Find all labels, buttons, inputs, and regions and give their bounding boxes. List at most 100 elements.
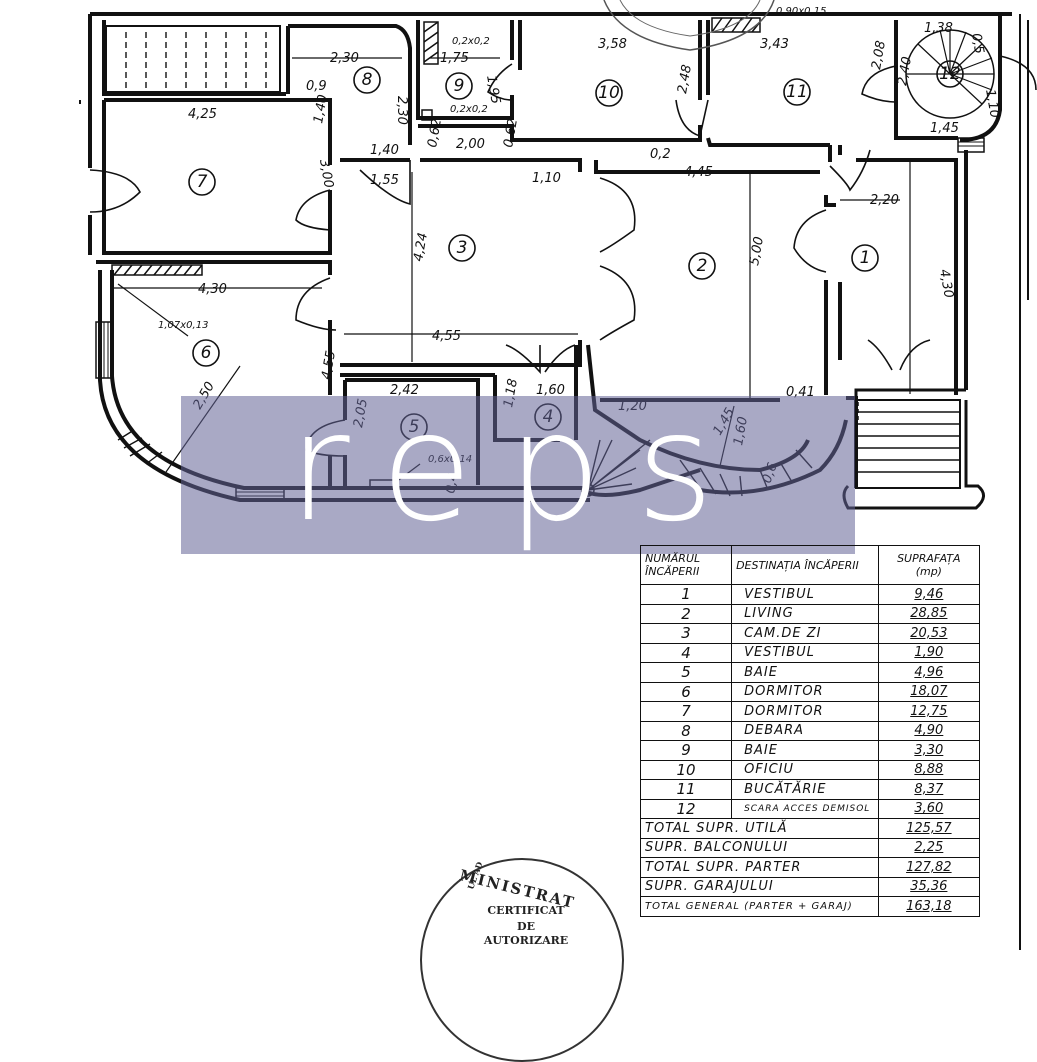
- dimension-label: 2,00: [456, 137, 485, 152]
- room-number-circle: [445, 72, 473, 100]
- legend-room-area: 20,53: [877, 623, 981, 644]
- dimension-label: 1,40: [311, 94, 331, 125]
- dimension-label: 0,2x0,2: [450, 104, 488, 115]
- legend-total-area: 125,57: [877, 818, 981, 839]
- dimension-label: 3,43: [760, 37, 789, 52]
- legend-room-area: 9,46: [877, 584, 981, 605]
- spiral-stair-12: [905, 29, 995, 153]
- dimension-label: 1,55: [370, 173, 399, 188]
- dimension-label: 5,00: [747, 236, 767, 267]
- room-number-label: 8: [362, 70, 373, 90]
- dimension-label: 0,2: [650, 147, 671, 162]
- room-number-circle: [783, 78, 811, 106]
- dimension-label: 4,55: [432, 329, 461, 344]
- legend-room-number: 7: [639, 701, 733, 722]
- dimension-label: 0,62: [425, 118, 445, 149]
- hatched-walls: [111, 17, 761, 489]
- legend-room-number: 5: [639, 662, 733, 683]
- legend-room-purpose: LIVING: [731, 603, 879, 624]
- legend-room-number: 10: [639, 759, 733, 780]
- legend-room-area: 28,85: [877, 603, 981, 624]
- legend-total-area: 127,82: [877, 857, 981, 878]
- stamp-line-2: DE: [517, 920, 535, 933]
- dimension-label: 2,40: [895, 56, 915, 87]
- room-number-circle: [353, 66, 381, 94]
- dimension-label: 4,45: [684, 165, 713, 180]
- legend-total-area: 163,18: [877, 896, 981, 917]
- dimension-label: 2,30: [394, 96, 409, 125]
- legend-room-area: 18,07: [877, 681, 981, 702]
- dimension-label: 2,48: [675, 64, 695, 95]
- legend-room-area: 12,75: [877, 701, 981, 722]
- dimension-label: 4,24: [411, 232, 431, 263]
- dimension-label: 2,20: [870, 193, 899, 208]
- legend-header-number: NUMĂRUL ÎNCĂPERII: [639, 545, 733, 585]
- dimension-label: 0,90x0,15: [776, 6, 826, 17]
- legend-total-label: TOTAL SUPR. UTILĂ: [640, 818, 879, 839]
- room-number-label: 6: [201, 343, 212, 363]
- room-number-circle: [851, 244, 879, 272]
- legend-room-area: 4,96: [877, 662, 981, 683]
- room-number-circle: [688, 252, 716, 280]
- room-labels: 123456789101112: [188, 60, 964, 441]
- dimension-label: 4,30: [198, 282, 227, 297]
- legend-room-purpose: DORMITOR: [731, 701, 879, 722]
- room-number-circle: [936, 60, 964, 88]
- room-number-label: 1: [860, 248, 871, 268]
- room-number-label: 11: [786, 82, 808, 102]
- legend-room-number: 8: [639, 720, 733, 741]
- dimension-label: 4,30: [936, 268, 956, 299]
- dimension-label: 3,58: [598, 37, 627, 52]
- legend-room-number: 4: [639, 642, 733, 663]
- dimension-label: 1,40: [370, 143, 399, 158]
- room-number-label: 3: [457, 238, 468, 258]
- dimension-label: 2,08: [869, 40, 889, 71]
- legend-room-purpose: VESTIBUL: [731, 642, 879, 663]
- room-number-label: 12: [939, 64, 961, 84]
- legend-total-area: 35,36: [877, 876, 981, 897]
- dimension-label: 3,00: [316, 158, 336, 189]
- legend-total-label: TOTAL SUPR. PARTER: [640, 857, 879, 878]
- legend-room-area: 1,90: [877, 642, 981, 663]
- legend-room-purpose: SCARA ACCES DEMISOL: [731, 798, 879, 819]
- dimension-label: 0,9: [306, 79, 327, 94]
- legend-room-number: 1: [639, 584, 733, 605]
- legend-header-row: NUMĂRUL ÎNCĂPERII DESTINAȚIA ÎNCĂPERII S…: [639, 545, 981, 585]
- legend-room-number: 2: [639, 603, 733, 624]
- watermark-band: [181, 396, 855, 554]
- legend-room-area: 4,90: [877, 720, 981, 741]
- room-number-label: 7: [197, 172, 208, 192]
- room-number-circle: [595, 79, 623, 107]
- legend-room-number: 12: [639, 798, 733, 819]
- dimension-label: 1,60: [536, 383, 565, 398]
- watermark-text: reps: [287, 381, 749, 555]
- legend-room-purpose: BAIE: [731, 662, 879, 683]
- legend-room-purpose: CAM.DE ZI: [731, 623, 879, 644]
- dimension-label: 1,07x0,13: [158, 320, 208, 331]
- legend-room-purpose: DEBARA: [731, 720, 879, 741]
- legend-total-label: TOTAL GENERAL (PARTER + GARAJ): [640, 896, 879, 917]
- dimension-label: 2,42: [390, 383, 419, 398]
- legend-room-purpose: DORMITOR: [731, 681, 879, 702]
- legend-total-label: SUPR. BALCONULUI: [640, 837, 879, 858]
- legend-room-area: 8,37: [877, 779, 981, 800]
- dimension-label: 0,5: [968, 32, 986, 55]
- dimension-label: 0,2x0,2: [452, 36, 490, 47]
- dimension-label: 1,75: [440, 51, 469, 66]
- legend-room-purpose: BAIE: [731, 740, 879, 761]
- legend-header-area: SUPRAFAȚA (mp): [877, 545, 981, 585]
- legend-total-row: TOTAL GENERAL (PARTER + GARAJ)163,18: [640, 896, 981, 917]
- legend-room-purpose: VESTIBUL: [731, 584, 879, 605]
- room-number-label: 9: [454, 76, 465, 96]
